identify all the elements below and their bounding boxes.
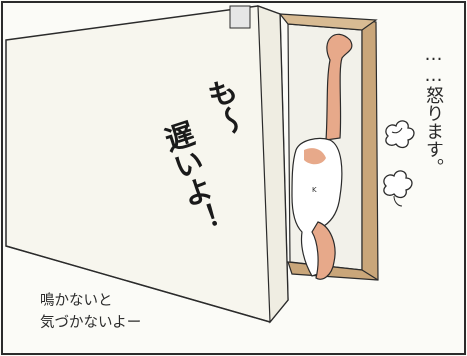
caption-line-2: 気づかないよー [40,315,142,331]
caption-line-1: 鳴かないと [40,293,113,309]
floor-line [5,245,271,323]
anger-puff-lower-icon [383,170,413,207]
anger-puff-upper-icon [385,120,415,149]
cat-patch [304,148,326,165]
cat-mark: K [312,186,317,194]
narration-text: ……怒ります。 [423,44,444,176]
caption: 鳴かないと 気づかないよー [40,290,141,334]
door-edge [257,5,289,324]
cat-leg [311,221,336,280]
door-frame-top [278,13,378,31]
door-frame-right [361,19,379,281]
cat [291,33,353,280]
door-hinge [229,5,251,29]
cat-tail [325,33,353,141]
